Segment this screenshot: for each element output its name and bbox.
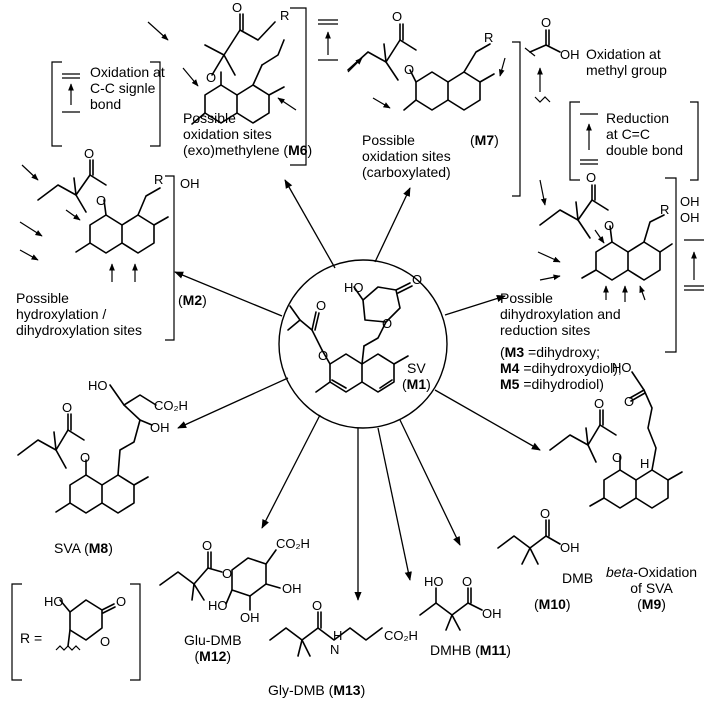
svg-text:OH: OH — [680, 194, 700, 209]
cc-reduction-label: Reduction at C=C double bond — [606, 110, 684, 158]
svg-text:O: O — [540, 506, 550, 521]
svg-text:R: R — [154, 172, 163, 187]
svg-text:O: O — [62, 400, 72, 415]
m1-label: SV (M1) — [402, 360, 431, 392]
m13-structure — [269, 611, 383, 657]
svg-text:O: O — [412, 272, 422, 287]
svg-text:H: H — [640, 456, 649, 471]
m3m4m5-caption: Possible dihydroxylation and reduction s… — [500, 290, 621, 338]
svg-text:H: H — [333, 628, 342, 643]
m11-structure — [419, 587, 483, 631]
svg-text:O: O — [316, 298, 326, 313]
m2-structure — [19, 159, 175, 341]
m3m4m5-list: (M3 =dihydroxy; M4 =dihydroxydiol); M5 =… — [500, 344, 622, 392]
svg-text:O: O — [624, 394, 634, 409]
svg-text:O: O — [392, 9, 402, 24]
svg-text:HO: HO — [88, 378, 108, 393]
m13-label: Gly-DMB (M13) — [268, 682, 366, 698]
svg-text:O: O — [206, 70, 216, 85]
svg-text:O: O — [318, 348, 328, 363]
svg-text:O: O — [232, 0, 242, 15]
m2-caption: Possible hydroxylation / dihydroxylation… — [16, 290, 143, 338]
svg-text:O: O — [202, 538, 212, 553]
m9-label: beta-Oxidation of SVA (M9) — [606, 564, 698, 612]
svg-text:O: O — [462, 574, 472, 589]
sv-structure — [287, 282, 413, 393]
svg-text:O: O — [96, 193, 106, 208]
m7-code: (M7) — [470, 132, 499, 148]
svg-text:O: O — [404, 62, 414, 77]
svg-text:O: O — [594, 396, 604, 411]
svg-text:R: R — [484, 30, 493, 45]
svg-text:O: O — [541, 15, 551, 30]
svg-text:R: R — [660, 202, 669, 217]
svg-text:O: O — [586, 170, 596, 185]
svg-text:O: O — [116, 594, 126, 609]
cc-oxidation-box — [51, 61, 161, 147]
m7-structure — [347, 23, 561, 197]
central-circle — [278, 259, 448, 429]
svg-text:HO: HO — [208, 598, 228, 613]
reaction-arrows — [174, 179, 541, 601]
m6-caption: Possible oxidation sites (exo)methylene … — [183, 110, 313, 158]
svg-text:O: O — [382, 316, 392, 331]
m10-label: DMB — [562, 570, 594, 586]
cc-oxidation-label: Oxidation at C-C signle bond — [90, 64, 165, 112]
svg-text:HO: HO — [44, 594, 64, 609]
m8-label: SVA (M8) — [54, 540, 113, 556]
svg-text:HO: HO — [424, 574, 444, 589]
svg-text:CO₂H: CO₂H — [384, 628, 418, 643]
svg-text:OH: OH — [680, 210, 700, 225]
m7-caption: Possible oxidation sites (carboxylated) — [362, 132, 451, 180]
svg-text:R: R — [280, 8, 289, 23]
atom-labels: O O R O O R O OH O O R OH O O R OH OH HO… — [44, 0, 700, 657]
svg-text:O: O — [222, 566, 232, 581]
svg-text:OH: OH — [150, 420, 170, 435]
svg-text:O: O — [312, 598, 322, 613]
r-definition-label: R = — [20, 630, 43, 646]
m6-structure — [147, 13, 297, 125]
r-definition — [11, 583, 141, 681]
m2-code: (M2) — [178, 292, 207, 308]
m6-bracket — [290, 7, 338, 166]
svg-text:O: O — [84, 146, 94, 161]
svg-text:O: O — [612, 450, 622, 465]
svg-text:HO: HO — [344, 280, 364, 295]
svg-text:OH: OH — [282, 581, 302, 596]
m9-structure — [549, 371, 683, 509]
m10-code: (M10) — [534, 596, 571, 612]
m3m4m5-structure — [537, 177, 704, 353]
svg-text:OH: OH — [482, 606, 502, 621]
svg-text:HO: HO — [612, 360, 632, 375]
svg-text:O: O — [604, 218, 614, 233]
m11-label: DMHB (M11) — [430, 642, 511, 658]
svg-text:OH: OH — [560, 540, 580, 555]
svg-text:CO₂H: CO₂H — [276, 536, 310, 551]
m12-structure — [159, 549, 281, 611]
svg-text:O: O — [80, 450, 90, 465]
svg-text:CO₂H: CO₂H — [154, 398, 188, 413]
svg-text:OH: OH — [240, 610, 260, 625]
m8-structure — [17, 384, 157, 514]
svg-text:O: O — [100, 634, 110, 649]
methyl-oxidation-label: Oxidation at methyl group — [586, 46, 667, 78]
m10-structure — [497, 519, 561, 565]
cc-reduction-box — [569, 101, 699, 181]
svg-text:N: N — [330, 642, 339, 657]
m12-label: Glu-DMB (M12) — [184, 632, 242, 664]
svg-text:OH: OH — [180, 176, 200, 191]
svg-text:OH: OH — [560, 47, 580, 62]
